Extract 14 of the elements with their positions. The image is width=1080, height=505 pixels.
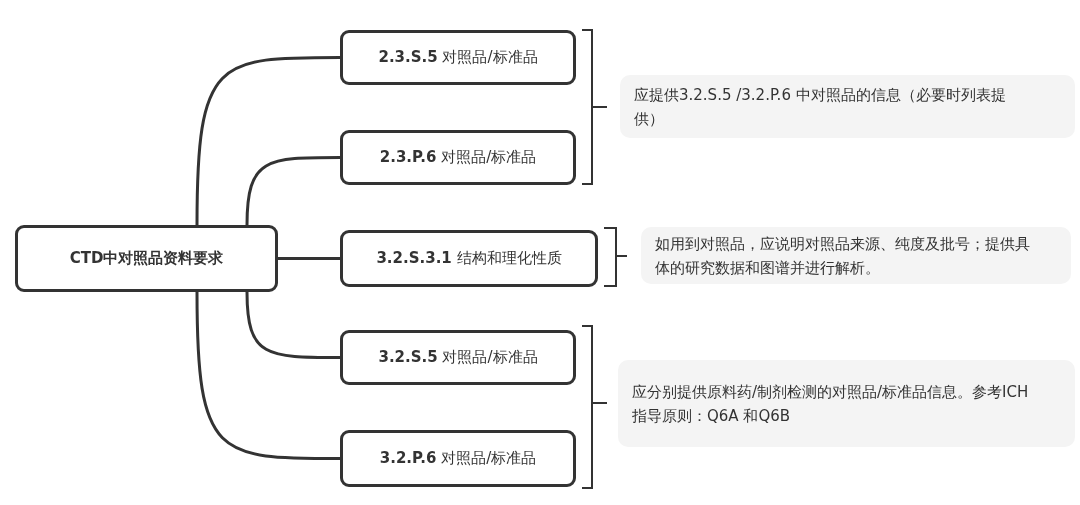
connector-line (278, 257, 340, 260)
topic-box: 2.3.P.6 对照品/标准品 (340, 130, 576, 185)
topic-box: 2.3.S.5 对照品/标准品 (340, 30, 576, 85)
note-box: 应提供3.2.S.5 /3.2.P.6 中对照品的信息（必要时列表提供） (620, 75, 1075, 138)
topic-box: 3.2.P.6 对照品/标准品 (340, 430, 576, 487)
connector-line (245, 291, 340, 359)
root-box: CTD中对照品资料要求 (15, 225, 278, 292)
topic-box: 3.2.S.3.1 结构和理化性质 (340, 230, 598, 287)
note-box: 应分别提供原料药/制剂检测的对照品/标准品信息。参考ICH 指导原则：Q6A 和Q6B (618, 360, 1075, 447)
connector-line (195, 56, 340, 226)
topic-box: 3.2.S.5 对照品/标准品 (340, 330, 576, 385)
connector-line (195, 292, 340, 460)
connector-line (245, 156, 340, 226)
note-box: 如用到对照品，应说明对照品来源、纯度及批号；提供具体的研究数据和图谱并进行解析。 (641, 227, 1071, 284)
